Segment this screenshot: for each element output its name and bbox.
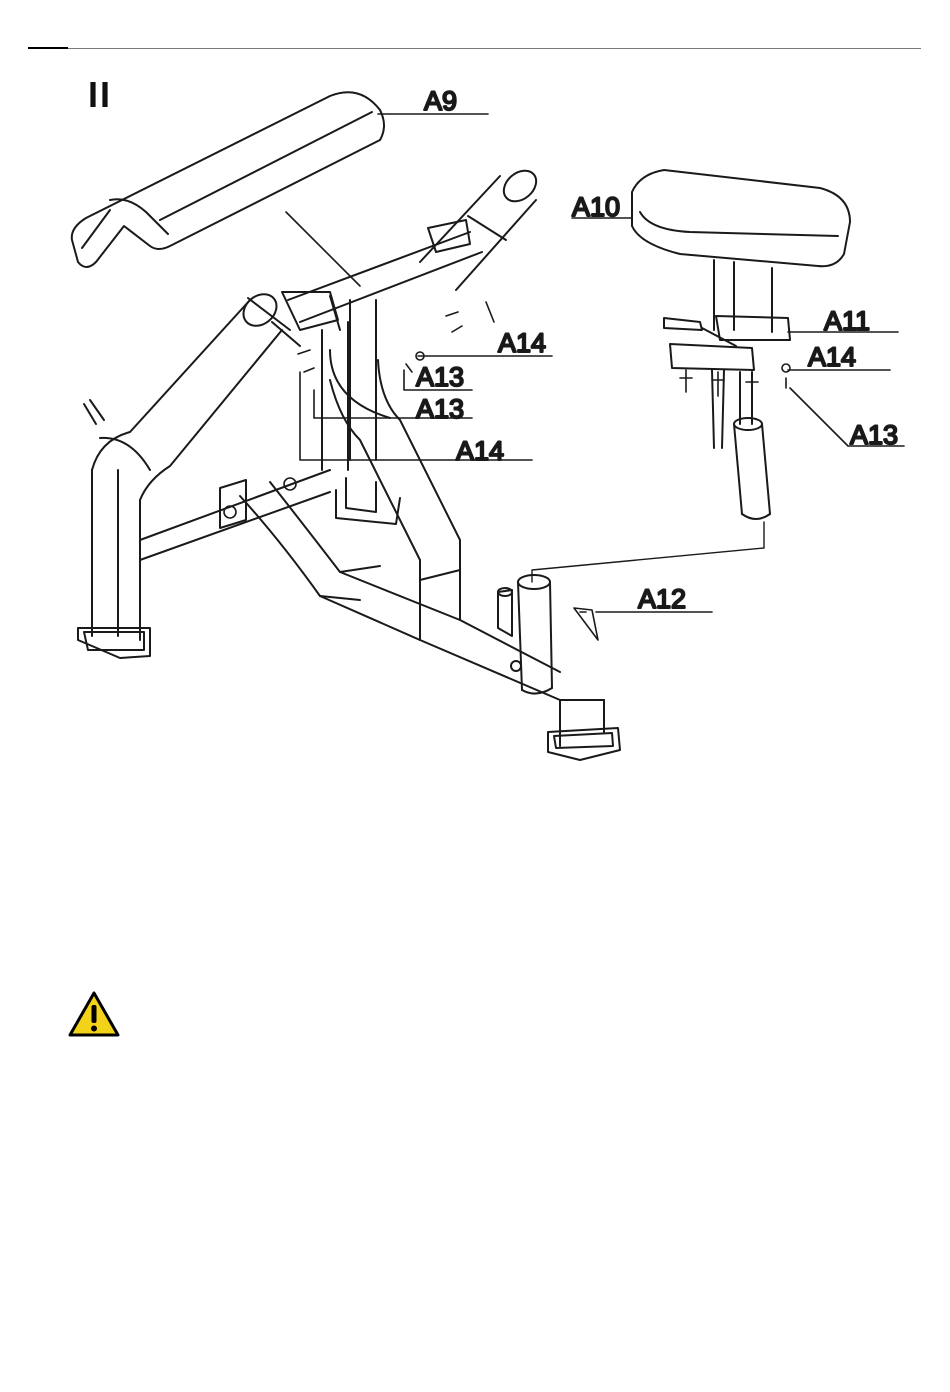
- label-a11: A11: [824, 306, 870, 336]
- seat-pad-a10: [632, 170, 850, 332]
- frame-center-column: [322, 300, 400, 524]
- warning-triangle-icon: [68, 990, 120, 1038]
- pop-pin: [574, 608, 598, 640]
- frame-right-arm-end: [420, 164, 542, 290]
- label-a9: A9: [424, 86, 457, 116]
- arm-pad-a9: [72, 92, 384, 267]
- seat-post-receiver: [498, 575, 552, 694]
- assembly-path-line: [532, 522, 764, 582]
- label-a14-right: A14: [808, 342, 856, 372]
- frame-left-upright: [84, 300, 282, 640]
- label-a12: A12: [638, 584, 686, 614]
- label-a13-left-2: A13: [416, 394, 464, 424]
- label-a13-left-1: A13: [416, 362, 464, 392]
- frame-left-arm-end: [237, 288, 300, 346]
- label-a13-right: A13: [850, 420, 898, 450]
- seat-post-a12: [712, 370, 770, 519]
- label-a14-left-top: A14: [498, 328, 546, 358]
- label-a14-left-bottom: A14: [456, 436, 504, 466]
- label-a10: A10: [572, 192, 620, 222]
- frame-front-foot: [548, 728, 620, 760]
